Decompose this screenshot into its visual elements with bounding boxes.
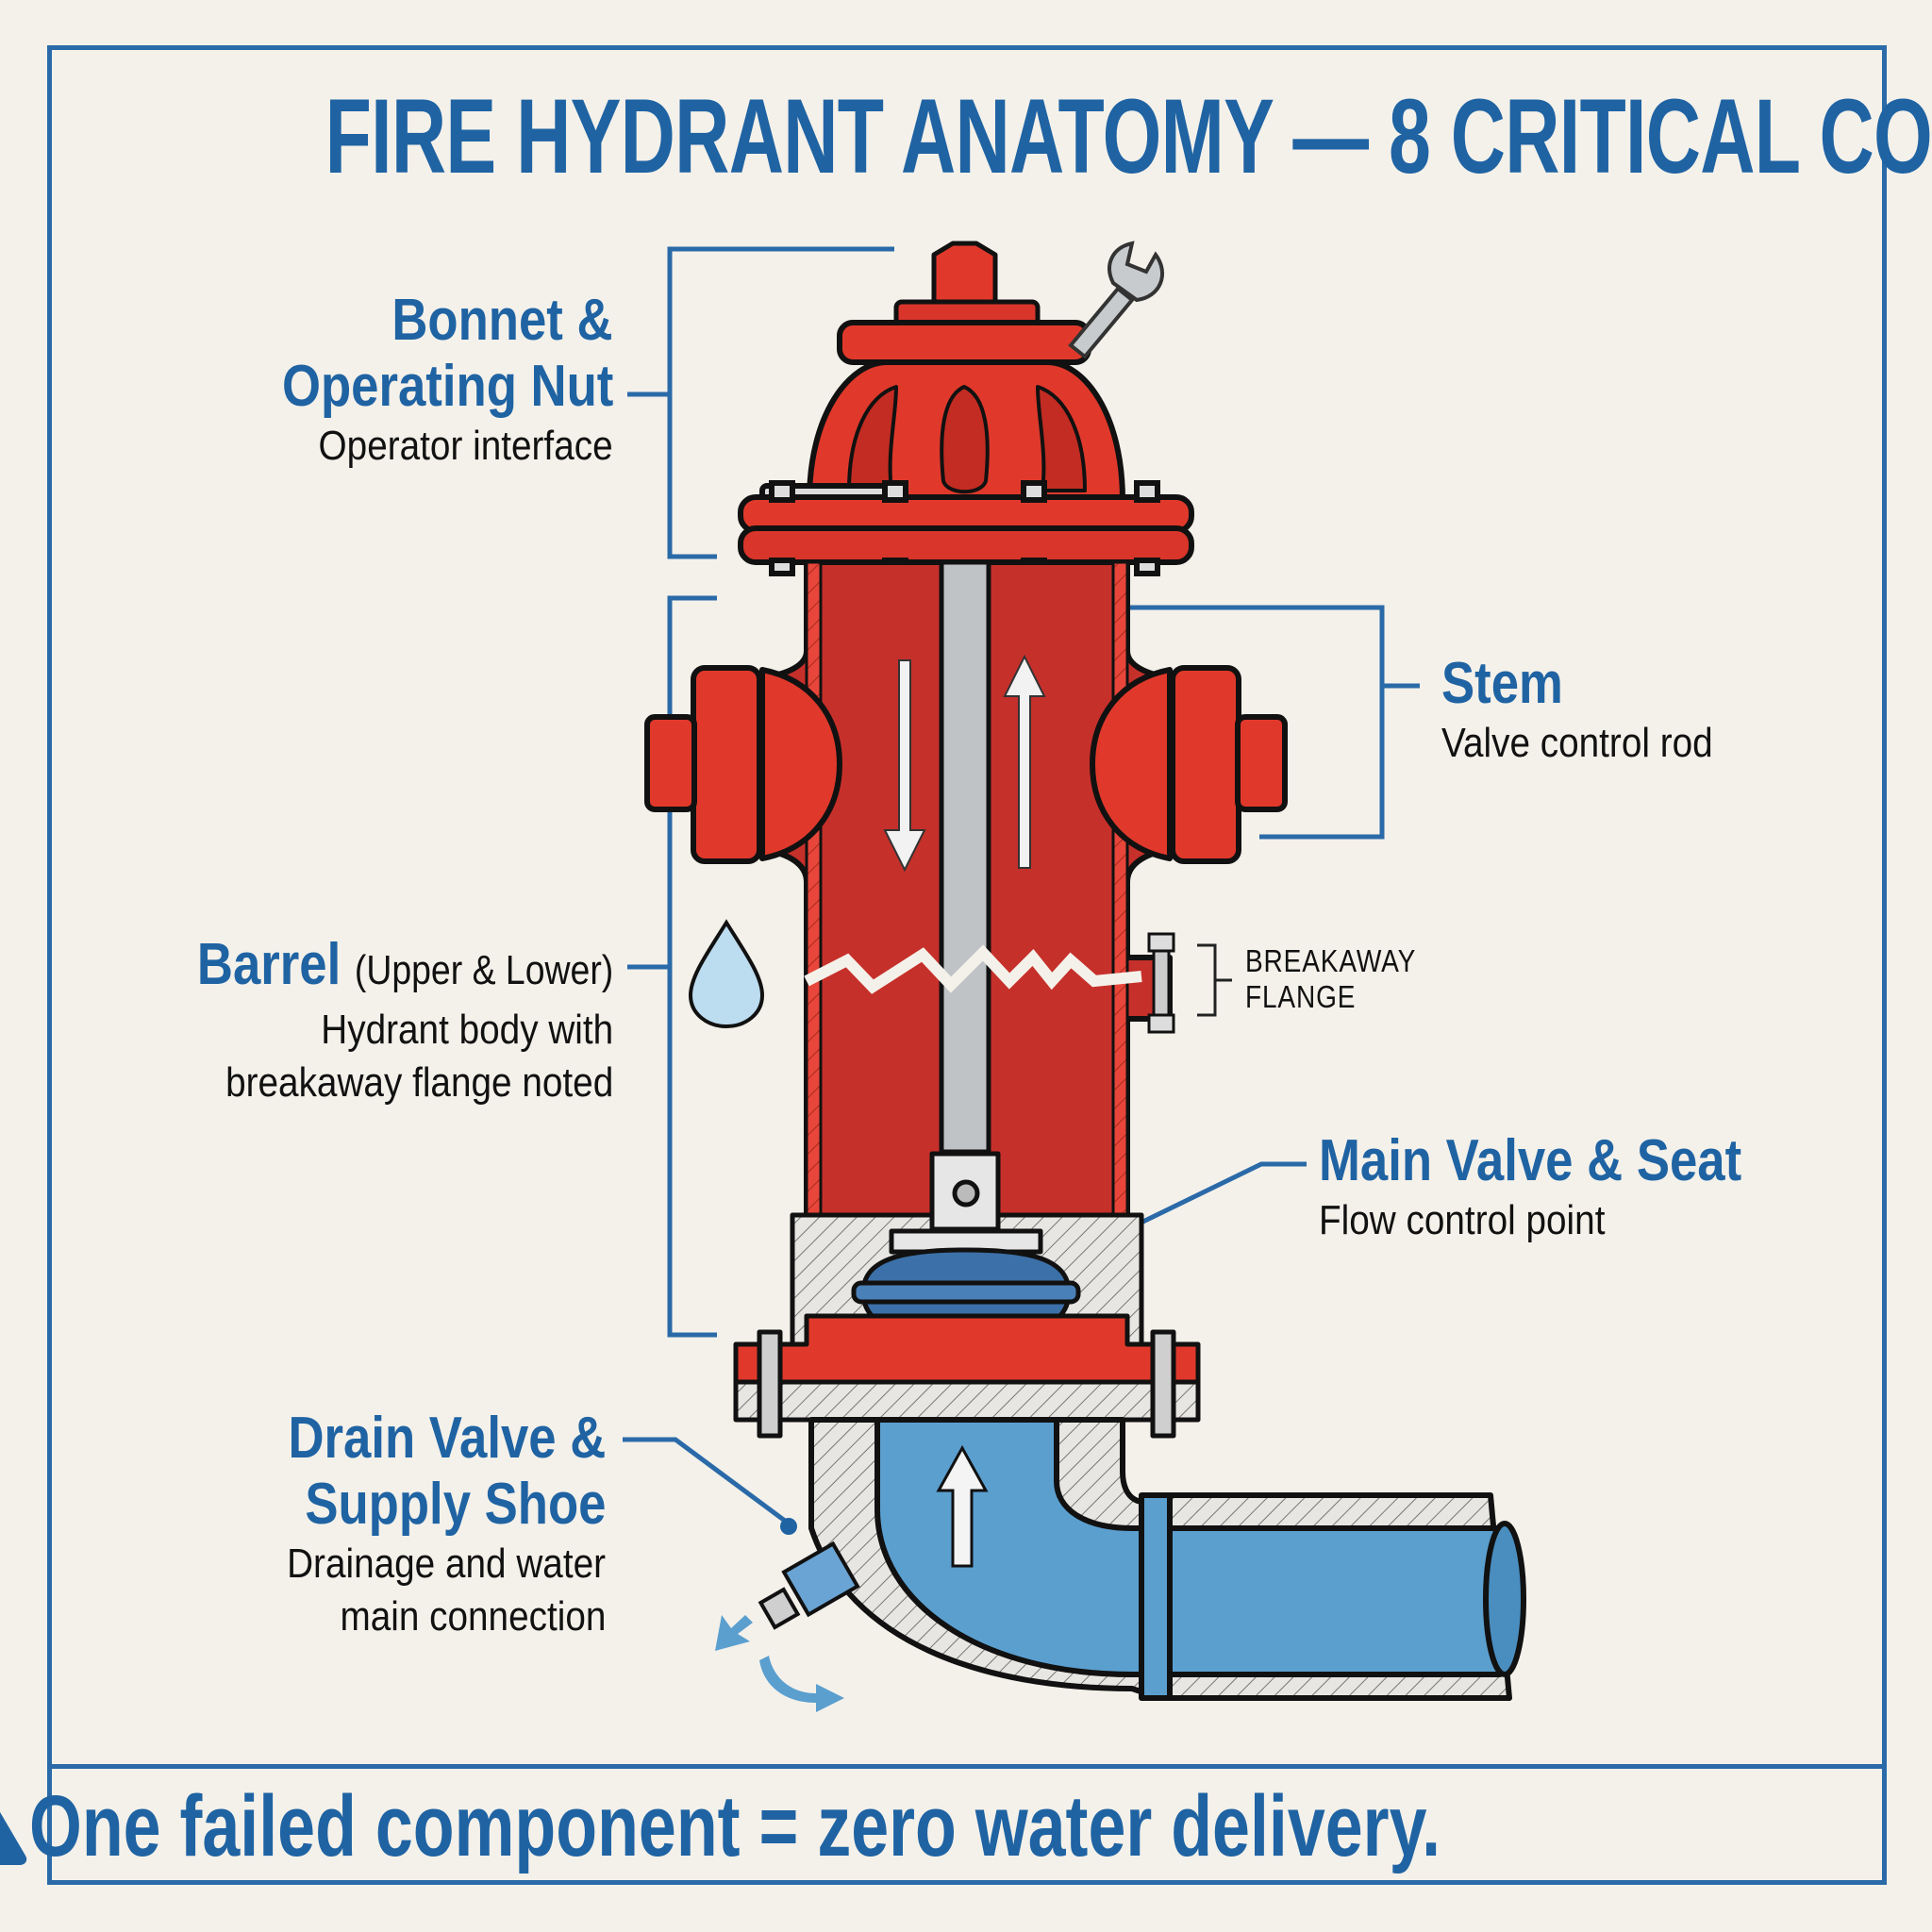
drain-name-line1: Drain Valve & xyxy=(288,1406,606,1471)
main-valve-name: Main Valve & Seat xyxy=(1319,1128,1742,1193)
label-main-valve: Main Valve & Seat Flow control point xyxy=(1319,1128,1904,1247)
footer-text: One failed component = zero water delive… xyxy=(28,1777,1441,1874)
barrel-description-line2: breakaway flange noted xyxy=(225,1059,613,1106)
main-valve-description: Flow control point xyxy=(1319,1197,1606,1243)
operating-nut xyxy=(893,241,1041,331)
barrel-description-line1: Hydrant body with xyxy=(321,1007,613,1053)
stem-description: Valve control rod xyxy=(1441,720,1713,766)
flow-arrows xyxy=(883,654,1046,873)
drain-description-line1: Drainage and water xyxy=(287,1541,606,1587)
barrel-qualifier: (Upper & Lower) xyxy=(354,947,613,993)
breakaway-crack xyxy=(804,944,1142,994)
footer-warning: One failed component = zero water delive… xyxy=(0,1772,1882,1880)
bonnet-name-line2: Operating Nut xyxy=(281,354,613,419)
bonnet-name-line1: Bonnet & xyxy=(391,288,613,353)
breakaway-line1: BREAKAWAY xyxy=(1245,943,1417,978)
label-stem: Stem Valve control rod xyxy=(1441,651,1894,770)
label-barrel: Barrel (Upper & Lower) Hydrant body with… xyxy=(75,932,613,1109)
breakaway-bolt xyxy=(1147,932,1175,1034)
flow-up-arrow xyxy=(936,1444,989,1568)
stem-name: Stem xyxy=(1441,651,1563,716)
bonnet-description: Operator interface xyxy=(318,423,613,469)
drain-description-line2: main connection xyxy=(340,1593,606,1640)
warning-triangle-icon xyxy=(0,1811,27,1865)
label-bonnet: Bonnet & Operating Nut Operator interfac… xyxy=(142,288,613,473)
bonnet xyxy=(807,320,1125,503)
footer-divider xyxy=(47,1764,1887,1769)
stem-rod xyxy=(939,559,991,1155)
wrench-icon xyxy=(1068,241,1165,359)
supply-shoe xyxy=(808,1417,1526,1701)
label-drain-valve: Drain Valve & Supply Shoe Drainage and w… xyxy=(132,1406,606,1643)
barrel-name: Barrel xyxy=(196,932,341,997)
lower-flange xyxy=(733,1313,1201,1439)
water-drop-icon xyxy=(688,919,765,1029)
breakaway-line2: FLANGE xyxy=(1245,979,1357,1014)
breakaway-flange-callout: BREAKAWAY FLANGE xyxy=(1245,943,1416,1015)
outer-frame xyxy=(47,45,1887,1885)
side-nozzles xyxy=(644,665,1288,864)
drain-valve xyxy=(758,1541,860,1630)
drain-flow-arrows xyxy=(715,1615,844,1712)
drain-name-line2: Supply Shoe xyxy=(304,1472,606,1537)
callout-lines xyxy=(623,246,1420,1526)
bonnet-flange xyxy=(738,480,1194,576)
